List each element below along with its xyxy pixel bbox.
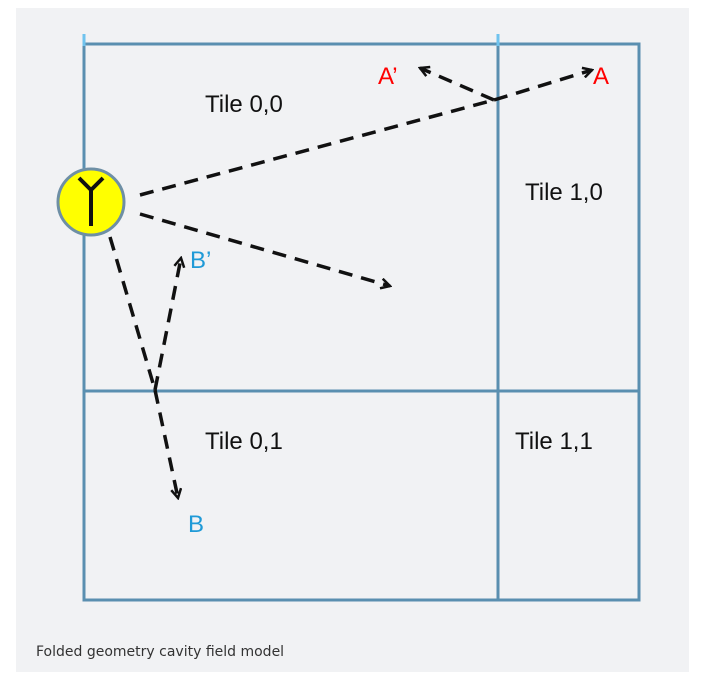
ray-to-a bbox=[493, 70, 592, 102]
point-label-b-prime: B’ bbox=[190, 247, 211, 274]
outer-frame bbox=[82, 42, 641, 602]
antenna-icon bbox=[56, 167, 126, 237]
tile-label-0-1: Tile 0,1 bbox=[205, 428, 283, 455]
ray-to-fold-a bbox=[139, 98, 495, 197]
ray-to-b bbox=[153, 389, 178, 498]
point-label-a-prime: A’ bbox=[378, 63, 398, 90]
point-label-b: B bbox=[188, 511, 204, 538]
tile-label-1-0: Tile 1,0 bbox=[525, 179, 603, 206]
tile-label-1-1: Tile 1,1 bbox=[515, 428, 593, 455]
tile-label-0-0: Tile 0,0 bbox=[205, 91, 283, 118]
ray-to-b-prime bbox=[153, 258, 181, 391]
ray-to-a-prime bbox=[420, 68, 495, 102]
diagram-panel bbox=[16, 8, 689, 672]
ray-direct bbox=[139, 212, 390, 286]
figure-caption: Folded geometry cavity field model bbox=[36, 644, 285, 660]
ray-to-fold-b bbox=[108, 236, 157, 391]
point-label-a: A bbox=[593, 63, 609, 90]
